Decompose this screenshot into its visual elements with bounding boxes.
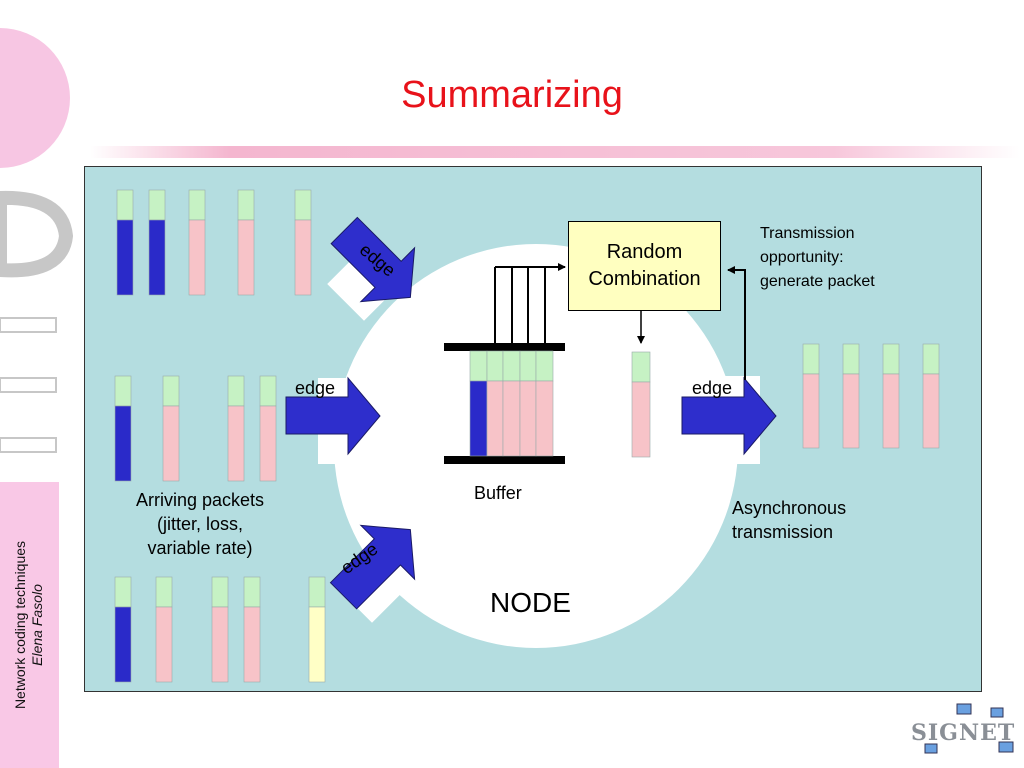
trigger-arrow — [727, 266, 746, 380]
edge-label-right: edge — [692, 378, 733, 398]
arriving-packets-top — [116, 189, 312, 296]
node-label: NODE — [490, 587, 571, 618]
slide-title: Summarizing — [401, 74, 623, 116]
arriving-packets-note: Arriving packets (jitter, loss, variable… — [100, 488, 300, 560]
async-note-line-1: Asynchronous — [732, 498, 847, 518]
edge-arrow-top — [330, 216, 416, 303]
buffer-feed-lines — [494, 263, 566, 343]
decorative-shapes — [0, 28, 74, 453]
random-combination-line-2: Combination — [588, 268, 701, 290]
buffer-label: Buffer — [474, 483, 522, 503]
arriving-packets-bottom — [114, 576, 326, 683]
buffer-bottom-bar — [444, 456, 565, 464]
random-combination-line-1: Random — [606, 241, 683, 263]
random-combination-box: Random Combination — [568, 221, 721, 311]
arriving-note-line-1: Arriving packets — [135, 490, 265, 510]
edge-arrow-right — [681, 376, 777, 456]
transmission-note-line-2: opportunity: — [760, 249, 844, 266]
arriving-packets-middle — [114, 375, 277, 482]
title-underline — [90, 146, 1020, 158]
buffer-packets — [469, 350, 554, 457]
transmission-note-line-1: Transmission — [760, 225, 855, 242]
generated-packet-header — [631, 351, 651, 383]
buffer-top-bar — [444, 343, 565, 351]
arriving-note-line-3: variable rate) — [147, 538, 253, 558]
edge-arrow-left — [285, 376, 381, 456]
transmission-note: Transmission opportunity: generate packe… — [760, 222, 875, 294]
edge-label-left: edge — [295, 378, 336, 398]
generated-packet-payload — [631, 381, 651, 458]
edge-arrow-bottom — [329, 524, 416, 610]
arriving-note-line-2: (jitter, loss, — [156, 514, 244, 534]
transmitted-packets — [802, 343, 940, 449]
logo-text: SIGNET — [911, 720, 1016, 746]
transmission-note-line-3: generate packet — [760, 273, 875, 290]
async-note-line-2: transmission — [732, 522, 834, 542]
signet-logo: SIGNET — [905, 700, 1020, 762]
sidebar: Network coding techniques Elena Fasolo — [0, 482, 59, 768]
logo-graphic — [924, 703, 1014, 754]
async-note: Asynchronous transmission — [732, 496, 846, 544]
